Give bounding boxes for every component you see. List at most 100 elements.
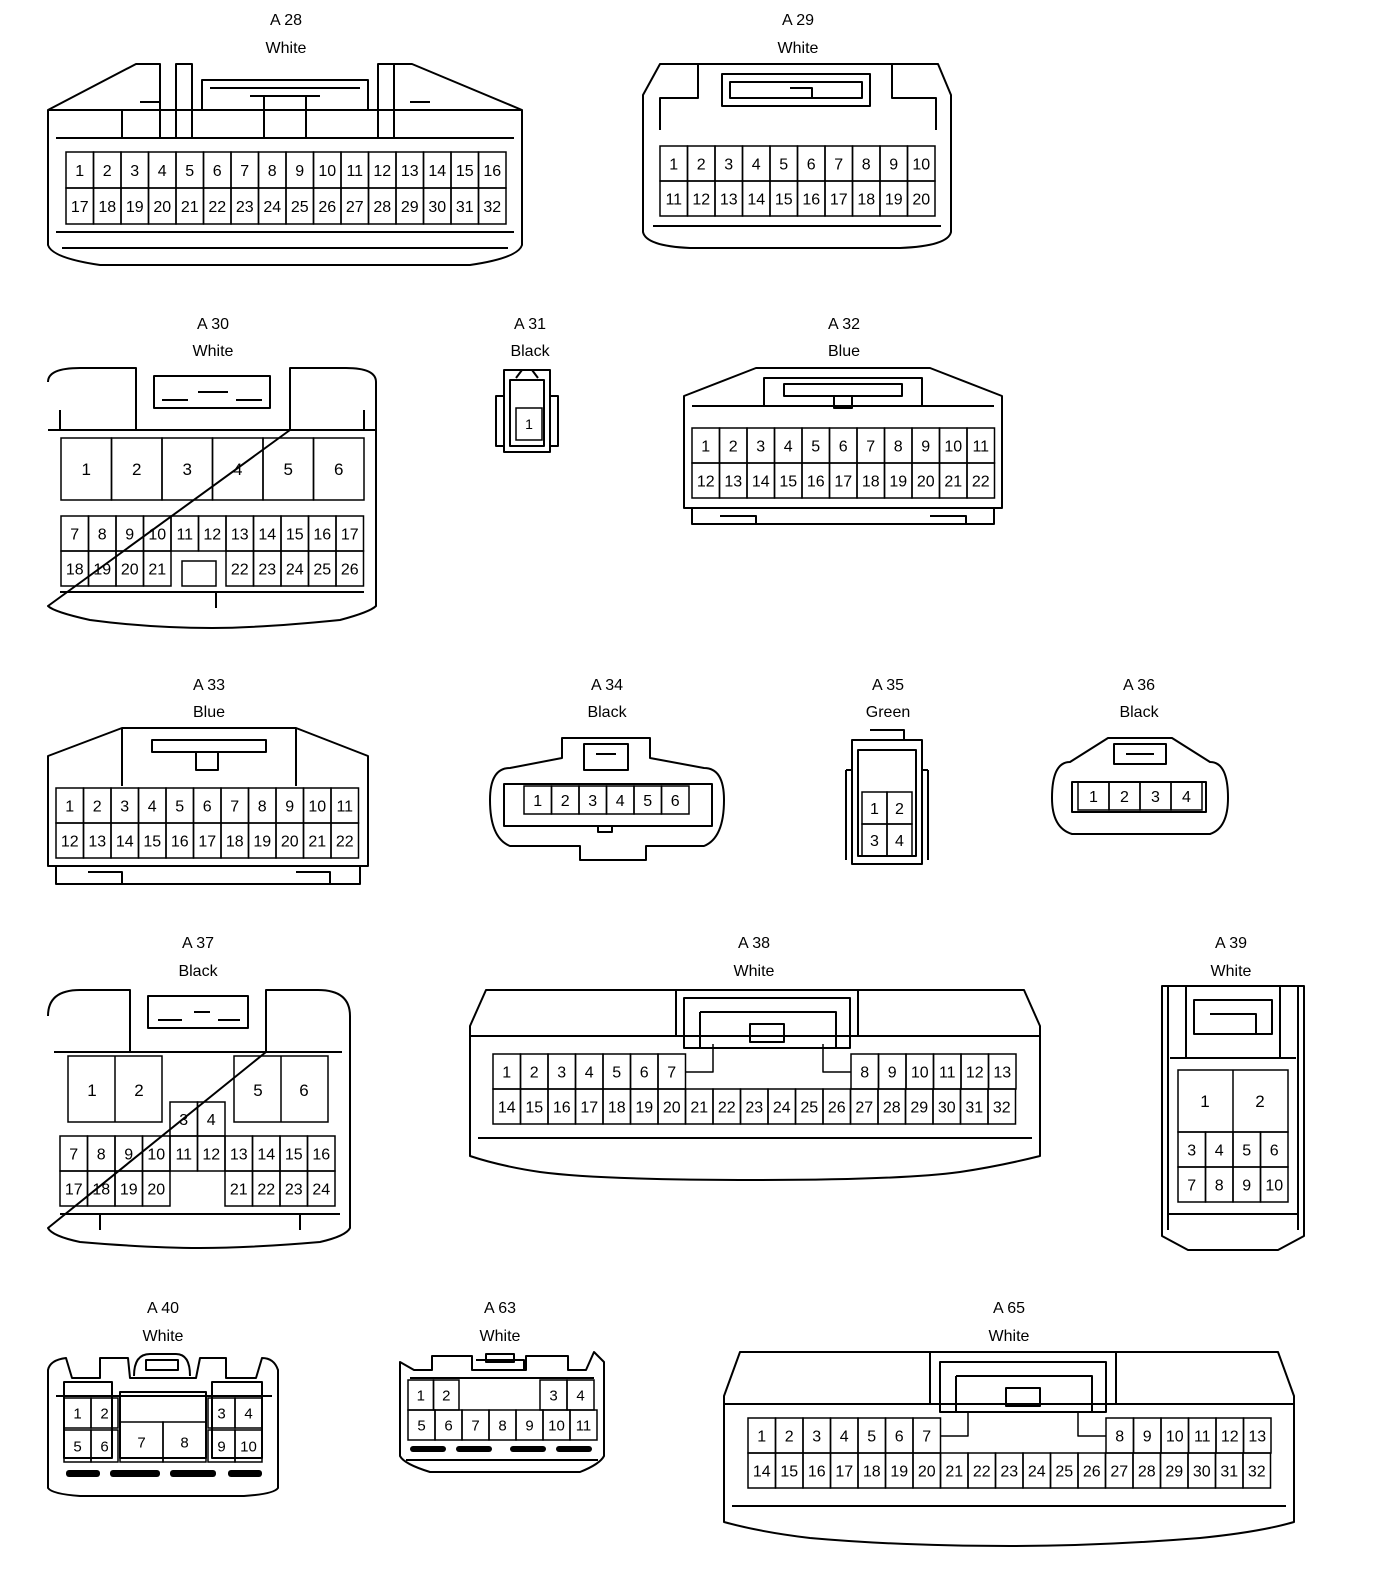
- pin-number: 9: [921, 438, 930, 455]
- pin-number: 1: [1089, 789, 1098, 806]
- pin-number: 5: [73, 1438, 81, 1455]
- connector-outline: [406, 1353, 598, 1461]
- connector-outline: [54, 1051, 342, 1230]
- pin-cavity: [1170, 781, 1203, 811]
- pin-number: 20: [121, 561, 139, 578]
- pin-number: 2: [530, 1064, 539, 1081]
- lock-slot: [228, 1470, 262, 1477]
- pin-number: 20: [917, 473, 935, 490]
- pin-cavity: [987, 1088, 1017, 1125]
- pin-number: 1: [417, 1387, 425, 1404]
- pin-number: 4: [1215, 1142, 1224, 1159]
- pin-number: 16: [553, 1099, 571, 1116]
- connector-outline: [47, 1357, 279, 1497]
- connector-outline: [470, 1023, 1040, 1139]
- pin-number: 15: [525, 1099, 543, 1116]
- pin-number: 4: [616, 793, 625, 810]
- connector-a63-id: A 63: [483, 1300, 517, 1317]
- connector-outline: [140, 79, 430, 111]
- pin-number: 3: [870, 833, 879, 850]
- connector-a35-color: Green: [865, 704, 911, 721]
- pin-number: 9: [1242, 1177, 1251, 1194]
- pin-number: 7: [70, 526, 79, 543]
- pin-cavity: [234, 1429, 263, 1463]
- pin-number: 13: [720, 191, 738, 208]
- pin-number: 21: [944, 473, 962, 490]
- pin-number: 16: [483, 163, 501, 180]
- pin-number: 14: [747, 191, 765, 208]
- connector-a35-id: A 35: [871, 677, 905, 694]
- pin-number: 1: [525, 416, 533, 432]
- pin-number: 10: [944, 438, 962, 455]
- connector-a28-id: A 28: [269, 12, 303, 29]
- connector-outline: [399, 1351, 605, 1473]
- pin-number: 19: [889, 473, 907, 490]
- pin-number: 8: [268, 163, 277, 180]
- pin-number: 21: [181, 199, 199, 216]
- connector-a38-color: White: [733, 963, 775, 980]
- pin-cavity: [90, 1397, 119, 1429]
- pin-number: 10: [148, 526, 166, 543]
- connector-outline: [503, 743, 713, 833]
- pin-number: 8: [1215, 1177, 1224, 1194]
- pin-number: 17: [65, 1181, 83, 1198]
- connector-outline: [56, 137, 514, 249]
- pin-number: 15: [775, 191, 793, 208]
- pin-number: 28: [373, 199, 391, 216]
- connector-a37-id: A 37: [181, 935, 215, 952]
- pin-number: 11: [665, 191, 682, 208]
- pin-number: 1: [82, 460, 91, 479]
- pin-number: 25: [291, 199, 309, 216]
- connector-outline: [723, 1351, 1295, 1547]
- connector-outline: [181, 560, 217, 587]
- pin-number: 1: [669, 156, 678, 173]
- pin-number: 6: [671, 793, 680, 810]
- pin-number: 21: [148, 561, 166, 578]
- pin-number: 18: [92, 1181, 110, 1198]
- pin-number: 26: [318, 199, 336, 216]
- pin-number: 6: [640, 1064, 649, 1081]
- pin-number: 22: [973, 1463, 991, 1480]
- pin-number: 19: [126, 199, 144, 216]
- connector-a39-id: A 39: [1214, 935, 1248, 952]
- pin-number: 12: [203, 526, 221, 543]
- pin-number: 22: [208, 199, 226, 216]
- pin-number: 6: [839, 438, 848, 455]
- pin-number: 5: [867, 1428, 876, 1445]
- pin-number: 9: [1143, 1428, 1152, 1445]
- pin-number: 2: [442, 1387, 450, 1404]
- connector-outline: [659, 64, 937, 130]
- pin-number: 13: [724, 473, 742, 490]
- connector-outline: [1051, 737, 1229, 835]
- pin-number: 9: [285, 798, 294, 815]
- connector-outline: [48, 410, 376, 431]
- pin-number: 14: [258, 526, 276, 543]
- pin-number: 32: [993, 1099, 1011, 1116]
- pin-number: 23: [236, 199, 254, 216]
- pin-number: 10: [308, 798, 326, 815]
- pin-cavity: [162, 1421, 207, 1463]
- pin-number: 6: [100, 1438, 108, 1455]
- pin-number: 8: [498, 1417, 506, 1434]
- lock-slot: [110, 1470, 160, 1477]
- pin-number: 17: [835, 1463, 853, 1480]
- pin-number: 16: [807, 473, 825, 490]
- pin-number: 9: [525, 1417, 533, 1434]
- pin-number: 11: [346, 163, 363, 180]
- connector-outline: [1185, 986, 1281, 1058]
- pin-number: 4: [1182, 789, 1191, 806]
- pin-number: 18: [857, 191, 875, 208]
- pin-number: 19: [93, 561, 111, 578]
- pin-cavity: [312, 437, 365, 501]
- pin-number: 3: [1187, 1142, 1196, 1159]
- pin-number: 14: [752, 473, 770, 490]
- pin-number: 24: [1028, 1463, 1046, 1480]
- pin-number: 20: [663, 1099, 681, 1116]
- pin-number: 18: [862, 473, 880, 490]
- pin-number: 25: [800, 1099, 818, 1116]
- connector-outline: [489, 737, 725, 861]
- pin-number: 6: [213, 163, 222, 180]
- pin-number: 17: [834, 473, 852, 490]
- pin-number: 21: [945, 1463, 963, 1480]
- pin-number: 11: [939, 1064, 956, 1081]
